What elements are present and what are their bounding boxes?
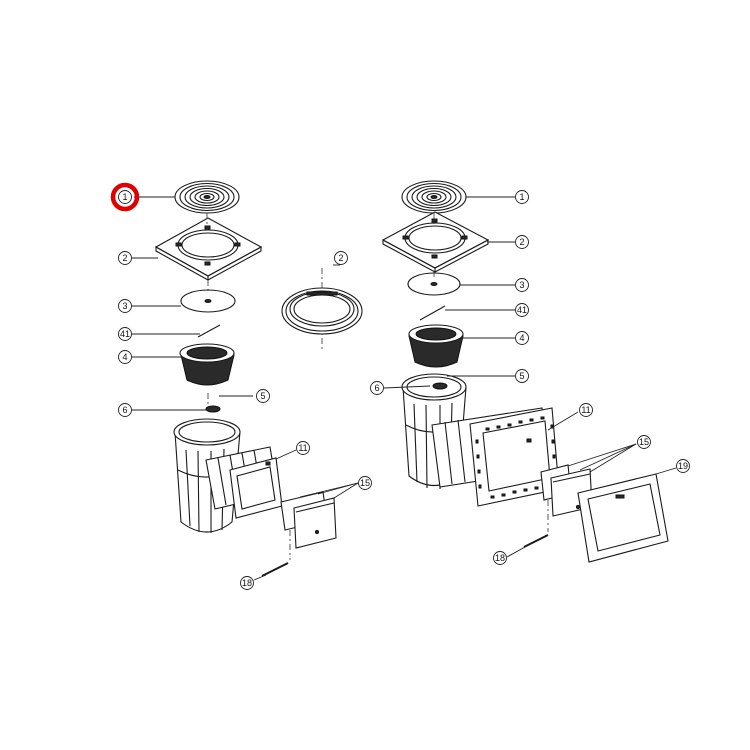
svg-text:1: 1: [519, 192, 524, 202]
callout-right-1[interactable]: 1: [515, 190, 529, 204]
svg-text:5: 5: [260, 391, 265, 401]
svg-text:18: 18: [242, 578, 252, 588]
svg-text:41: 41: [120, 329, 130, 339]
callout-left-5[interactable]: 5: [256, 389, 270, 403]
callout-left-4[interactable]: 4: [118, 350, 132, 364]
svg-text:2: 2: [338, 253, 343, 263]
svg-text:11: 11: [581, 405, 590, 415]
svg-text:1: 1: [122, 192, 127, 202]
callout-right-2[interactable]: 2: [515, 235, 529, 249]
callout-center-2[interactable]: 2: [334, 251, 348, 265]
callout-right-11[interactable]: 11: [579, 403, 593, 417]
svg-text:5: 5: [519, 371, 524, 381]
right-lid: [401, 180, 467, 214]
right-rod: [419, 305, 446, 321]
left-basket: [179, 343, 235, 386]
callout-right-4[interactable]: 4: [515, 331, 529, 345]
callout-right-5[interactable]: 5: [515, 369, 529, 383]
callout-left-3[interactable]: 3: [118, 299, 132, 313]
callout-right-3[interactable]: 3: [515, 278, 529, 292]
svg-text:41: 41: [517, 305, 527, 315]
right-pin: [523, 534, 549, 548]
svg-text:19: 19: [678, 461, 688, 471]
right-deck-collar: [381, 211, 490, 273]
svg-text:6: 6: [374, 383, 379, 393]
callout-right-41[interactable]: 41: [515, 303, 529, 317]
left-float-disc: [180, 289, 236, 313]
callout-left-1[interactable]: 1: [110, 182, 140, 212]
right-faceplate-frame: [577, 473, 669, 563]
callout-right-6[interactable]: 6: [370, 381, 384, 395]
right-weir-plate: [432, 382, 448, 390]
svg-text:15: 15: [360, 478, 370, 488]
left-weir-door: [280, 491, 337, 549]
svg-text:4: 4: [122, 352, 127, 362]
left-rod: [197, 324, 221, 338]
left-deck-collar: [154, 217, 263, 281]
svg-text:11: 11: [298, 443, 307, 453]
svg-text:3: 3: [519, 280, 524, 290]
right-basket: [408, 324, 464, 368]
left-weir-plate: [205, 405, 221, 413]
svg-text:18: 18: [495, 553, 505, 563]
callout-right-18[interactable]: 18: [493, 551, 507, 565]
svg-text:3: 3: [122, 301, 127, 311]
svg-text:6: 6: [122, 405, 127, 415]
callout-right-15[interactable]: 15: [637, 435, 651, 449]
callouts: 1 2 3 41 4 5 6 11 15 18 2: [110, 182, 690, 590]
svg-text:2: 2: [122, 253, 127, 263]
callout-right-19[interactable]: 19: [676, 459, 690, 473]
callout-left-15[interactable]: 15: [358, 476, 372, 490]
callout-left-11[interactable]: 11: [296, 441, 310, 455]
callout-left-2[interactable]: 2: [118, 251, 132, 265]
svg-text:2: 2: [519, 237, 524, 247]
left-skimmer-body: [173, 418, 283, 533]
center-ring-part: [281, 268, 363, 350]
left-pin: [261, 562, 289, 577]
leader-lines: [132, 196, 677, 581]
left-assembly: [154, 180, 337, 577]
right-assembly: [381, 180, 669, 563]
callout-highlight-ring: [110, 182, 140, 212]
left-lid: [174, 180, 240, 214]
right-skimmer-body: [401, 373, 560, 507]
callout-left-41[interactable]: 41: [118, 327, 132, 341]
svg-text:4: 4: [519, 333, 524, 343]
svg-text:15: 15: [639, 437, 649, 447]
callout-left-6[interactable]: 6: [118, 403, 132, 417]
callout-left-18[interactable]: 18: [240, 576, 254, 590]
